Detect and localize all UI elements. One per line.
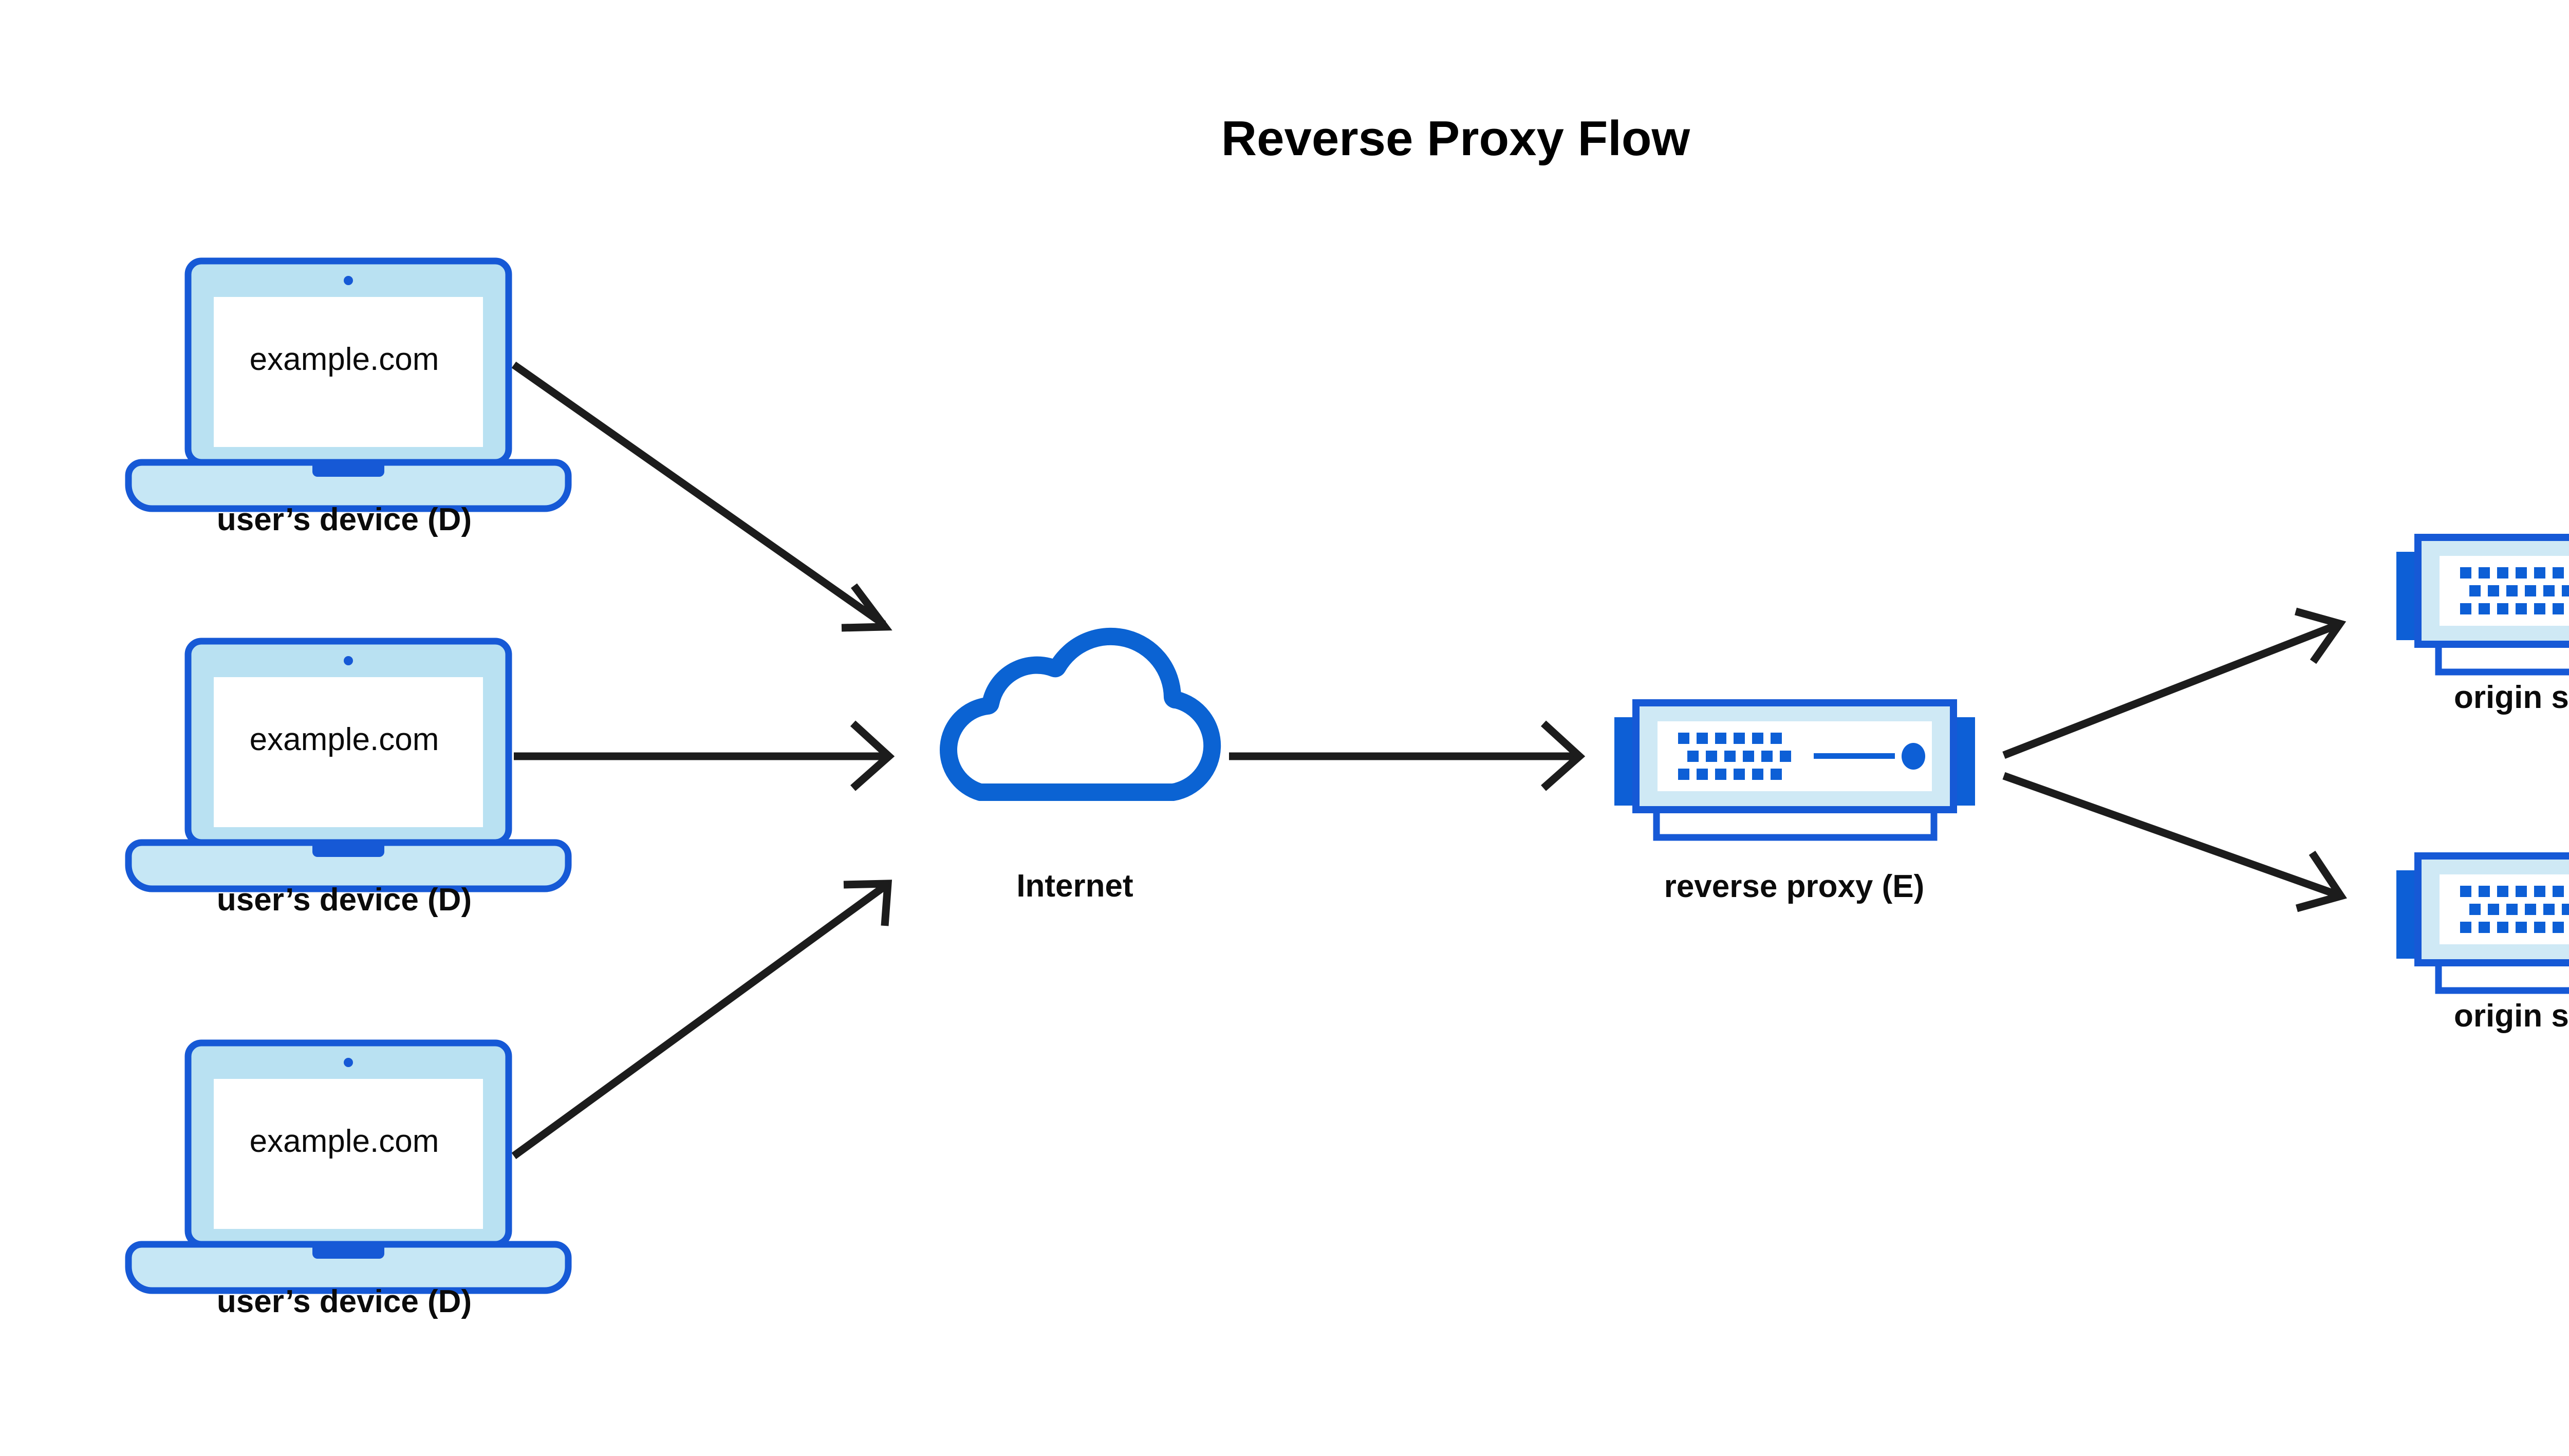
laptop-icon — [128, 1043, 568, 1291]
edge-client-middle-to-cloud — [514, 720, 895, 791]
page-title: Reverse Proxy Flow — [1221, 111, 1690, 166]
origin-bottom-label: origin server (F) — [2454, 998, 2569, 1034]
client-bottom-label: user’s device (D) — [217, 1284, 472, 1319]
edge-proxy-to-origin-bottom — [2002, 772, 2347, 912]
server-icon — [2396, 856, 2569, 991]
client-top-screen-text: example.com — [250, 342, 439, 377]
node-client-bottom[interactable]: example.com user’s device (D) — [128, 1043, 568, 1319]
edge-client-top-to-cloud — [511, 361, 892, 632]
laptop-icon — [128, 641, 568, 889]
server-icon — [1614, 703, 1975, 837]
internet-cloud-label: Internet — [1016, 868, 1133, 904]
reverse-proxy-label: reverse proxy (E) — [1664, 869, 1925, 904]
client-middle-label: user’s device (D) — [217, 882, 472, 918]
server-icon — [2396, 537, 2569, 672]
node-internet-cloud[interactable]: Internet — [948, 637, 1212, 904]
node-client-top[interactable]: example.com user’s device (D) — [128, 261, 568, 537]
edge-cloud-to-proxy — [1229, 720, 1586, 791]
origin-top-label: origin server (F) — [2454, 680, 2569, 715]
client-top-label: user’s device (D) — [217, 502, 472, 537]
cloud-icon — [948, 637, 1212, 792]
laptop-icon — [128, 261, 568, 509]
edge-proxy-to-origin-top — [2002, 607, 2347, 759]
node-origin-bottom[interactable]: origin server (F) — [2396, 856, 2569, 1034]
client-middle-screen-text: example.com — [250, 722, 439, 757]
client-bottom-screen-text: example.com — [250, 1124, 439, 1159]
node-origin-top[interactable]: origin server (F) — [2396, 537, 2569, 715]
edge-client-bottom-to-cloud — [511, 880, 892, 1160]
node-reverse-proxy[interactable]: reverse proxy (E) — [1614, 703, 1975, 904]
node-client-middle[interactable]: example.com user’s device (D) — [128, 641, 568, 918]
edge-layer — [511, 361, 2347, 1160]
